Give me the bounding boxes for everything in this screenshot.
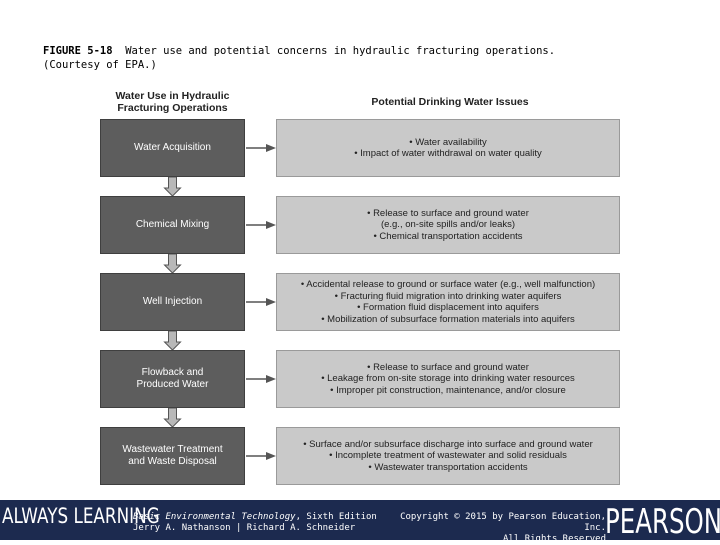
issue-line: • Water availability	[409, 136, 487, 148]
issue-line: • Surface and/or subsurface discharge in…	[303, 438, 593, 450]
issue-line: • Release to surface and ground water	[367, 361, 529, 373]
book-authors: Jerry A. Nathanson | Richard A. Schneide…	[133, 523, 356, 533]
copyright-text: Copyright © 2015 by Pearson Education, I…	[400, 512, 606, 533]
stage-label: Water Acquisition	[134, 142, 211, 153]
book-edition: , Sixth Edition	[295, 512, 377, 522]
connector-arrow-head	[266, 452, 276, 460]
issue-line: • Mobilization of subsurface formation m…	[321, 313, 575, 325]
issue-line: • Improper pit construction, maintenance…	[330, 384, 566, 396]
stage-label: Chemical Mixing	[135, 219, 210, 230]
issue-line: • Impact of water withdrawal on water qu…	[354, 148, 542, 159]
issue-line: • Fracturing fluid migration into drinki…	[334, 290, 562, 302]
connector-arrow-head	[266, 375, 276, 383]
issue-box: • Water availability• Impact of water wi…	[276, 119, 620, 177]
stage-label: Well Injection	[142, 296, 203, 307]
stage-box: Well Injection	[100, 273, 245, 331]
issue-line: (e.g., on-site spills and/or leaks)	[380, 219, 516, 231]
figure-label: FIGURE 5-18	[43, 45, 113, 57]
connector-arrow-head	[266, 144, 276, 152]
rights-text: All Rights Reserved	[503, 534, 606, 544]
always-learning-logo: ALWAYS LEARNING	[2, 504, 160, 528]
left-column-header: Water Use in Hydraulic Fracturing Operat…	[100, 90, 245, 114]
fracturing-diagram: Water Use in Hydraulic Fracturing Operat…	[100, 90, 620, 485]
issue-line: • Formation fluid displacement into aqui…	[357, 302, 539, 313]
flow-down-arrow	[163, 330, 182, 351]
issue-line: • Incomplete treatment of wastewater and…	[329, 450, 567, 462]
book-title: Basic Environmental Technology	[133, 512, 296, 522]
flow-down-arrow	[163, 253, 182, 274]
stage-box: Wastewater Treatment and Waste Disposal	[100, 427, 245, 485]
stage-box: Water Acquisition	[100, 119, 245, 177]
issue-line: • Wastewater transportation accidents	[368, 461, 528, 473]
connector-arrow-head	[266, 298, 276, 306]
flow-down-arrow	[163, 176, 182, 197]
issue-box: • Surface and/or subsurface discharge in…	[276, 427, 620, 485]
issue-box: • Release to surface and ground water(e.…	[276, 196, 620, 254]
flow-down-arrow	[163, 407, 182, 428]
stage-box: Flowback and Produced Water	[100, 350, 245, 408]
left-header-line-2: Fracturing Operations	[117, 102, 228, 114]
pearson-logo: PEARSON	[605, 502, 720, 542]
issue-line: • Accidental release to ground or surfac…	[300, 279, 596, 290]
issue-box: • Accidental release to ground or surfac…	[276, 273, 620, 331]
left-header-line-1: Water Use in Hydraulic	[115, 90, 230, 102]
figure-caption: FIGURE 5-18 Water use and potential conc…	[43, 44, 603, 72]
footer-bar	[0, 500, 720, 540]
figure-caption-text: Water use and potential concerns in hydr…	[125, 45, 556, 57]
issue-line: • Release to surface and ground water	[367, 207, 529, 219]
connector-arrow-head	[266, 221, 276, 229]
issue-line: • Chemical transportation accidents	[373, 230, 523, 242]
diagram-connectors	[163, 144, 276, 460]
issue-box: • Release to surface and ground water• L…	[276, 350, 620, 408]
stage-label: Flowback and Produced Water	[136, 367, 209, 390]
figure-courtesy: (Courtesy of EPA.)	[43, 59, 157, 71]
stage-box: Chemical Mixing	[100, 196, 245, 254]
issue-line: • Leakage from on-site storage into drin…	[321, 373, 575, 385]
book-citation: Basic Environmental Technology, Sixth Ed…	[133, 512, 377, 534]
copyright-notice: Copyright © 2015 by Pearson Education, I…	[398, 512, 606, 545]
stage-label: Wastewater Treatment and Waste Disposal	[122, 444, 223, 467]
right-column-header: Potential Drinking Water Issues	[371, 96, 529, 108]
